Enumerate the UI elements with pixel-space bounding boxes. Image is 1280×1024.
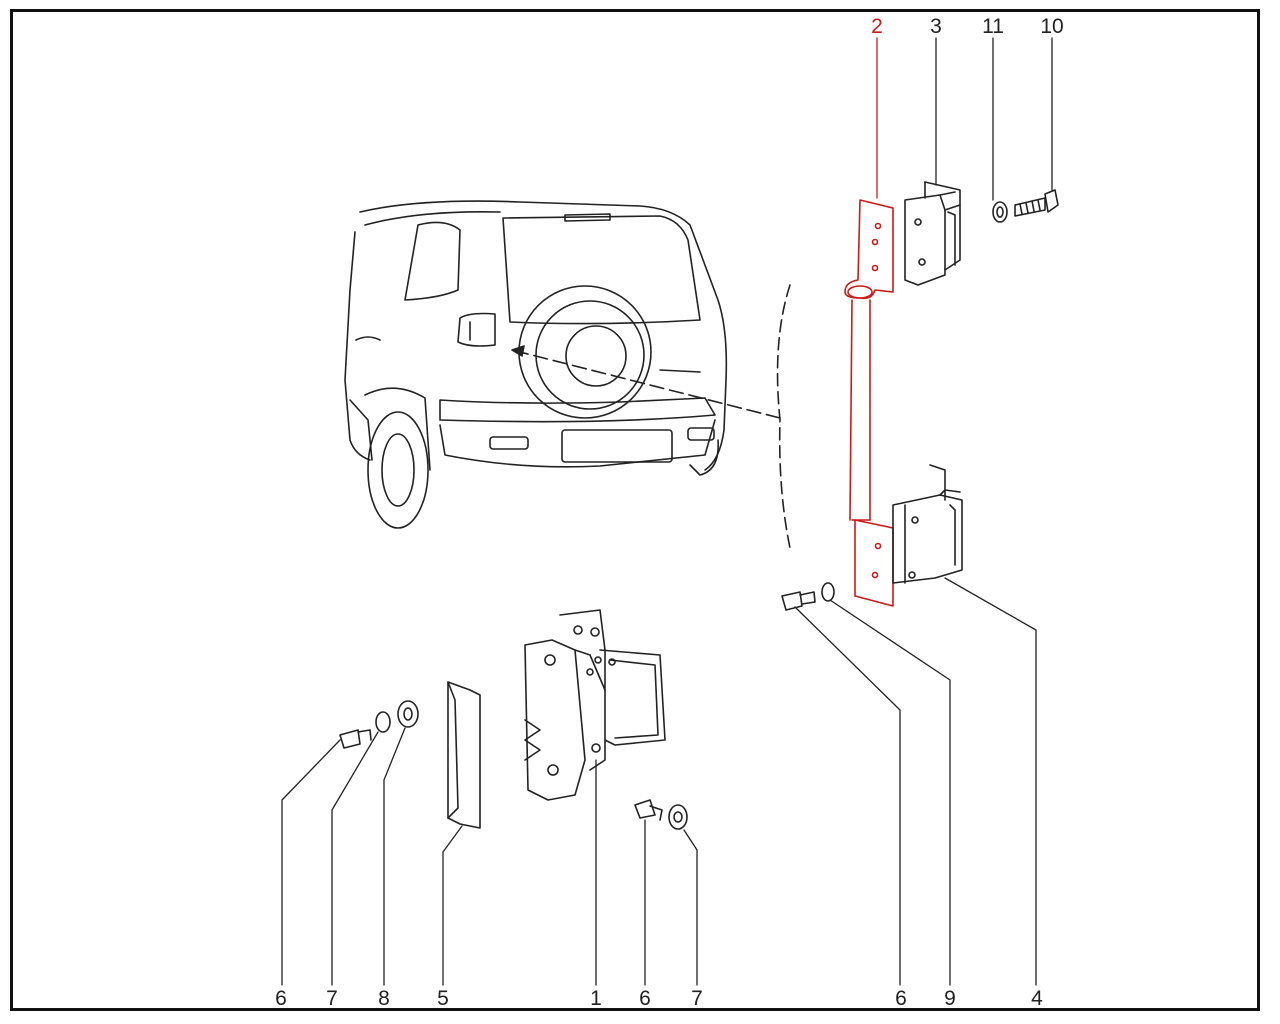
part-6-bolt-left xyxy=(339,729,372,749)
callout-7-left: 7 xyxy=(326,987,338,1010)
vehicle-rear-view xyxy=(344,200,791,549)
callout-9: 9 xyxy=(944,987,956,1010)
diagram-frame xyxy=(10,9,1260,1011)
callout-6-left: 6 xyxy=(275,987,287,1010)
part-5-shim-plate xyxy=(447,681,481,829)
callout-4: 4 xyxy=(1031,987,1043,1010)
part-11-washer xyxy=(992,201,1008,223)
part-10-bolt xyxy=(1014,189,1059,217)
callout-7-middle: 7 xyxy=(691,987,703,1010)
part-2-hinge-rod xyxy=(844,199,894,607)
part-7-washer-left xyxy=(375,711,391,733)
part-8-washer xyxy=(397,700,419,728)
callout-8: 8 xyxy=(378,987,390,1010)
callout-6-middle: 6 xyxy=(639,987,651,1010)
part-7-washer-middle xyxy=(668,804,688,830)
part-3-upper-hinge-bracket xyxy=(904,181,961,286)
callout-10: 10 xyxy=(1040,15,1064,38)
leader-lines xyxy=(281,37,1053,986)
callout-2: 2 xyxy=(871,15,883,38)
part-6-bolt-middle xyxy=(634,799,663,821)
part-1-hinge-assembly xyxy=(524,609,666,801)
callout-6-right: 6 xyxy=(895,987,907,1010)
callout-3: 3 xyxy=(930,15,942,38)
callout-5: 5 xyxy=(437,987,449,1010)
callout-1: 1 xyxy=(590,987,602,1010)
part-9-washer xyxy=(821,582,835,602)
part-6-bolt-right xyxy=(781,591,816,611)
part-4-lower-hinge-bracket xyxy=(892,464,963,584)
callout-11: 11 xyxy=(982,15,1004,38)
